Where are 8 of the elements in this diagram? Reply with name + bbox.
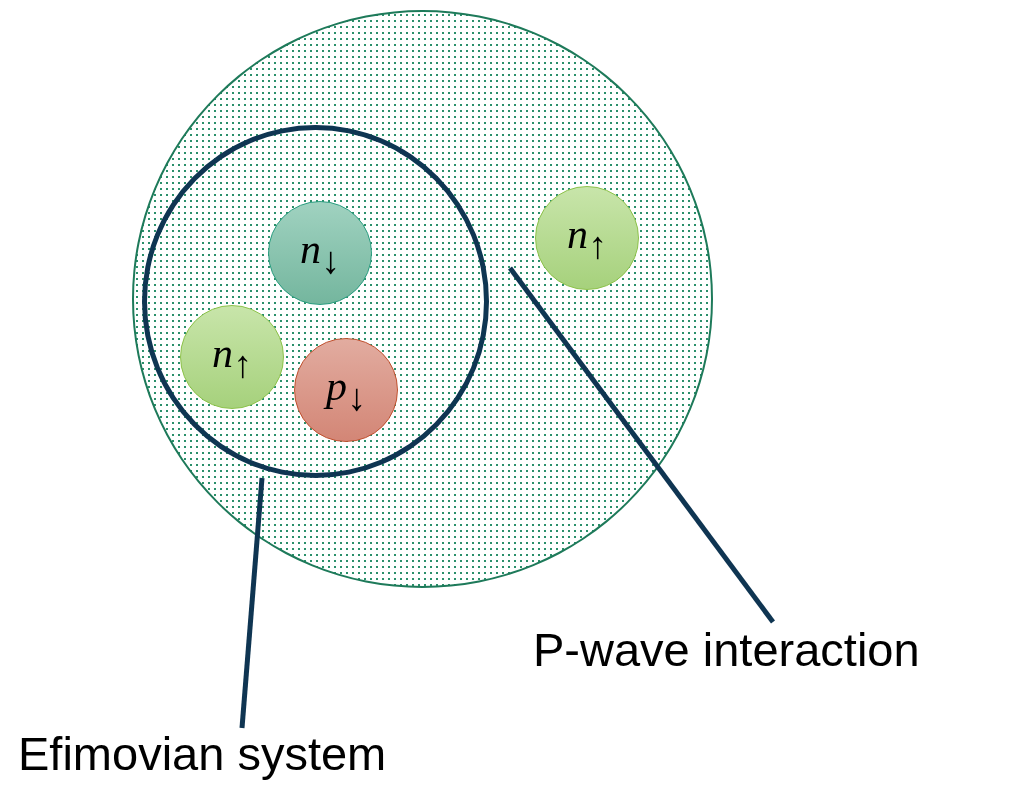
system-ring xyxy=(142,125,489,478)
label-text: P-wave interaction xyxy=(533,626,920,673)
particle-circle xyxy=(294,338,398,442)
particle-circle xyxy=(535,186,639,290)
particle-circle xyxy=(180,305,284,409)
leader-line xyxy=(239,477,265,729)
leader-line xyxy=(508,266,775,624)
particle-circle xyxy=(268,201,372,305)
